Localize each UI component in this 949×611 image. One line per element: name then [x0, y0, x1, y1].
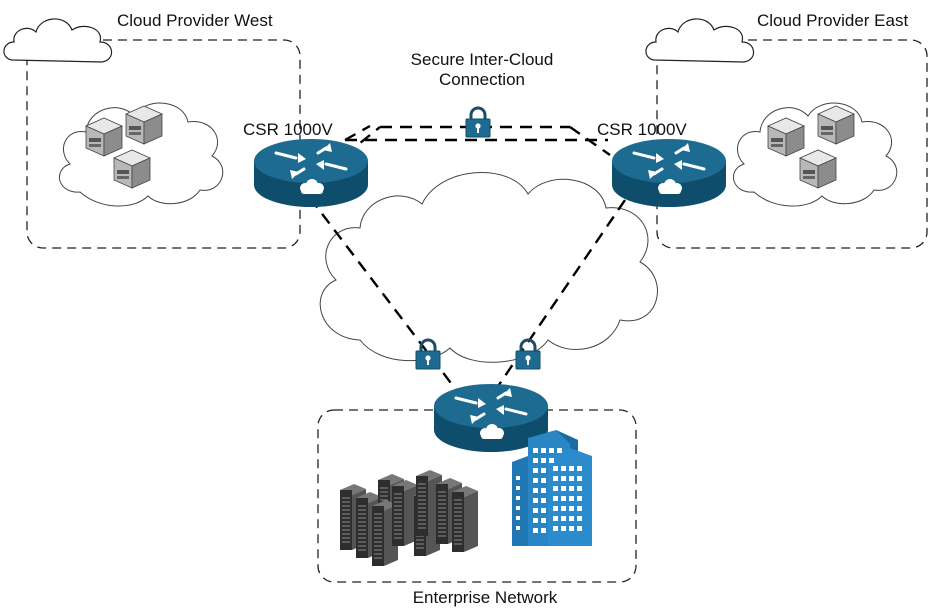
app-server-icon [113, 149, 151, 189]
csr-west-label: CSR 1000V [243, 120, 333, 139]
cloud-icon [319, 172, 658, 363]
building-icon [512, 430, 592, 546]
cloud-provider-east-label: Cloud Provider East [757, 11, 909, 30]
app-server-icon [85, 117, 123, 157]
csr-east-label: CSR 1000V [597, 120, 687, 139]
secure-connection-label: Secure Inter-Cloud Connection [380, 50, 584, 90]
router-icon-west [252, 137, 370, 209]
app-server-icon [125, 105, 163, 145]
cloud-icon [3, 18, 113, 63]
app-server-icon [817, 105, 855, 145]
server-rack-icon [451, 485, 479, 553]
secure-connection-line2: Connection [438, 70, 525, 89]
router-icon-east [610, 137, 728, 209]
secure-connection-line1: Secure Inter-Cloud [410, 50, 554, 69]
app-server-icon [767, 117, 805, 157]
cloud-provider-west-label: Cloud Provider West [117, 11, 273, 30]
app-server-icon [799, 149, 837, 189]
enterprise-network-label: Enterprise Network [412, 588, 558, 607]
cloud-icon [645, 18, 755, 63]
lock-icon [464, 106, 492, 139]
